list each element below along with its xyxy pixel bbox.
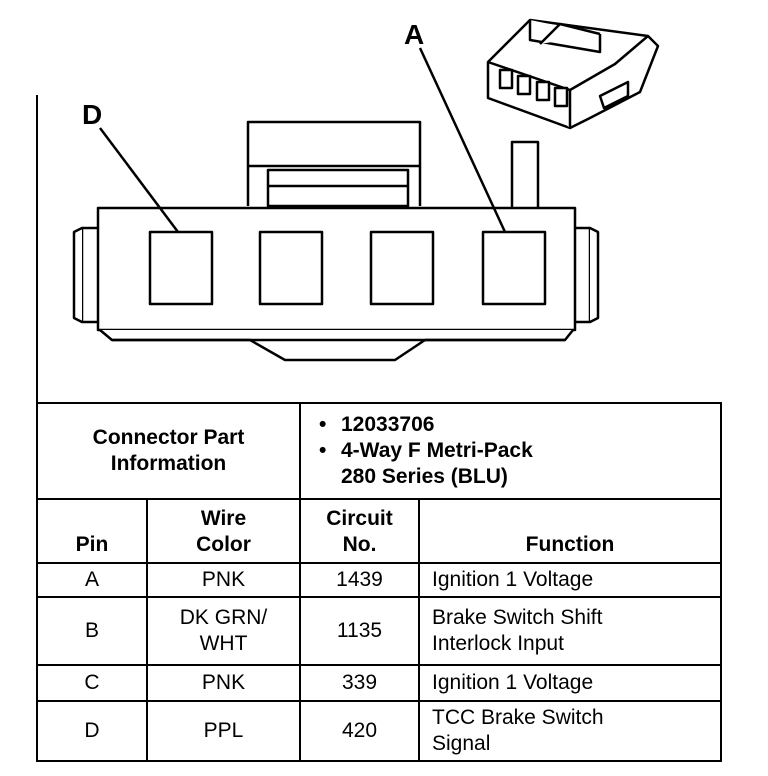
key-post — [510, 140, 540, 208]
connector-bottom — [99, 329, 574, 362]
pin-cell: C — [36, 664, 148, 702]
wire-color-cell: PPL — [146, 700, 301, 762]
pin-cell: B — [36, 596, 148, 666]
diagram-frame-line — [36, 95, 38, 405]
function-cell: TCC Brake Switch Signal — [418, 700, 722, 762]
function-cell: Brake Switch Shift Interlock Input — [418, 596, 722, 666]
connector-part-row: Connector Part Information 12033706 4-Wa… — [36, 402, 722, 500]
connector-isometric — [486, 18, 660, 130]
side-tab-left — [72, 226, 83, 324]
leader-line-d — [99, 127, 179, 233]
function-cell: Ignition 1 Voltage — [418, 562, 722, 598]
wire-color-cell: DK GRN/ WHT — [146, 596, 301, 666]
pin-cavity-d — [148, 230, 214, 306]
pin-label-a: A — [404, 19, 424, 50]
column-header-row: Pin Wire Color Circuit No. Function — [36, 498, 722, 564]
pin-cell: A — [36, 562, 148, 598]
circuit-cell: 339 — [299, 664, 420, 702]
connector-info-table: Connector Part Information 12033706 4-Wa… — [36, 402, 722, 762]
circuit-cell: 1439 — [299, 562, 420, 598]
circuit-cell: 1135 — [299, 596, 420, 666]
pin-label-d: D — [82, 99, 102, 130]
side-tab-right — [589, 226, 600, 324]
connector-part-header: Connector Part Information — [36, 402, 301, 500]
col-header-wire-color: Wire Color — [146, 498, 301, 564]
wire-color-cell: PNK — [146, 664, 301, 702]
col-header-circuit-no: Circuit No. — [299, 498, 420, 564]
pin-cavity-c — [258, 230, 324, 306]
function-cell: Ignition 1 Voltage — [418, 664, 722, 702]
table-row: D PPL 420 TCC Brake Switch Signal — [36, 700, 722, 762]
pin-cavity-a — [481, 230, 547, 306]
table-row: B DK GRN/ WHT 1135 Brake Switch Shift In… — [36, 596, 722, 666]
connector-type: 4-Way F Metri-Pack 280 Series (BLU) — [319, 438, 720, 490]
part-number: 12033706 — [319, 412, 720, 438]
connector-part-details: 12033706 4-Way F Metri-Pack 280 Series (… — [299, 402, 722, 500]
circuit-cell: 420 — [299, 700, 420, 762]
col-header-function: Function — [418, 498, 722, 564]
latch-inner — [266, 168, 410, 208]
col-header-pin: Pin — [36, 498, 148, 564]
connector-diagram: D A — [72, 18, 660, 362]
wire-color-cell: PNK — [146, 562, 301, 598]
pin-cell: D — [36, 700, 148, 762]
pin-cavity-b — [369, 230, 435, 306]
leader-line-a — [418, 47, 507, 233]
table-row: A PNK 1439 Ignition 1 Voltage — [36, 562, 722, 598]
table-row: C PNK 339 Ignition 1 Voltage — [36, 664, 722, 702]
